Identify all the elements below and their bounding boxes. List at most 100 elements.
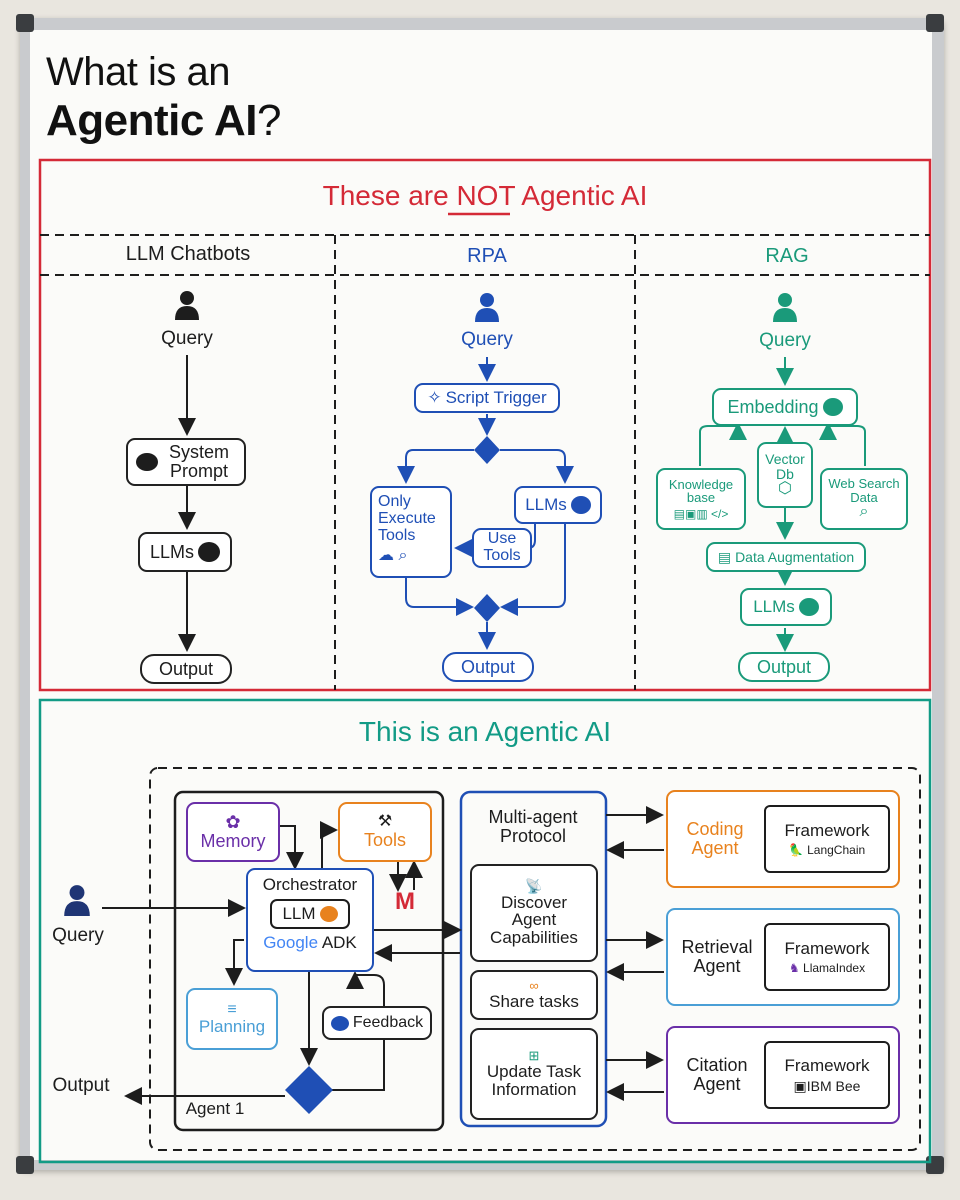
bee-icon: ▣	[793, 1077, 807, 1094]
user-icon	[175, 291, 199, 320]
langchain-icon: 🦜	[788, 842, 804, 857]
heading-prefix: These are	[322, 180, 457, 211]
feedback-label: Feedback	[352, 1013, 424, 1031]
web-search-data-label: Web Search Data	[828, 475, 900, 505]
title-bold: Agentic AI	[46, 96, 257, 145]
web-search-data-box: Web Search Data ⌕	[820, 468, 908, 530]
rpa-llms-label: LLMs	[525, 495, 567, 515]
rpa-llms-box: LLMs	[514, 486, 602, 524]
embedding-label: Embedding	[727, 396, 819, 417]
feedback-box: Feedback	[322, 1006, 432, 1040]
data-augmentation-box: ▤Data Augmentation	[706, 542, 866, 572]
framework-label: Framework	[784, 938, 870, 958]
rag-llms-box: LLMs	[740, 588, 832, 626]
brain-icon	[798, 598, 819, 616]
framework-label: Framework	[784, 820, 870, 840]
search-icon: ⌕	[859, 503, 869, 521]
tools-icon: ⚒	[377, 813, 393, 831]
coding-agent-box: Coding Agent Framework 🦜 LangChain	[666, 790, 900, 888]
system-prompt-label: System Prompt	[168, 442, 229, 481]
script-trigger-label: Script Trigger	[445, 388, 547, 408]
share-tasks-box: ∞ Share tasks	[470, 970, 598, 1020]
llm-label: LLM	[282, 903, 316, 923]
document-icons: ▤▣▥ </>	[673, 506, 729, 521]
retrieval-agent-box: Retrieval Agent Framework ♞ LlamaIndex	[666, 908, 900, 1006]
frame-corner	[926, 14, 944, 32]
framework-name: LlamaIndex	[803, 960, 866, 975]
brain-icon	[822, 398, 843, 416]
rag-output-box: Output	[738, 652, 830, 682]
chatbot-llms-label: LLMs	[149, 541, 194, 562]
framework-box: Framework ♞ LlamaIndex	[764, 923, 890, 991]
user-icon	[475, 293, 499, 322]
frame-corner	[16, 1156, 34, 1174]
orchestrator-box: Orchestrator LLM Google ADK	[246, 868, 374, 972]
retrieval-agent-label: Retrieval Agent	[681, 937, 753, 976]
data-augmentation-label: Data Augmentation	[735, 548, 855, 565]
google-adk-label: Google ADK	[263, 932, 357, 952]
column-title-rag: RAG	[765, 245, 809, 267]
brain-icon	[570, 496, 591, 514]
brain-icon	[198, 542, 220, 562]
share-tasks-label: Share tasks	[489, 991, 579, 1011]
update-task-label: Update Task Information	[486, 1061, 582, 1099]
chatbot-query-label: Query	[161, 328, 213, 349]
script-trigger-box: ✧Script Trigger	[414, 383, 560, 413]
rpa-query-label: Query	[461, 329, 513, 350]
agentic-query-label: Query	[52, 925, 104, 946]
agent1-label: Agent 1	[185, 1099, 245, 1118]
vector-db-label: Vector Db	[765, 450, 805, 482]
protocol-title: Multi-agent Protocol	[488, 807, 578, 846]
rag-query-label: Query	[759, 330, 811, 351]
framework-box: Framework 🦜 LangChain	[764, 805, 890, 873]
memory-label: Memory	[200, 831, 266, 851]
user-icon	[64, 885, 90, 916]
title-suffix: ?	[256, 96, 281, 145]
cube-icon: ⬡	[778, 480, 792, 498]
system-prompt-box: System Prompt	[126, 438, 246, 486]
brain-icon	[319, 905, 338, 922]
protocol-box	[459, 790, 608, 1128]
agentic-heading: This is an Agentic AI	[358, 716, 612, 747]
chat-bubble-icon	[136, 453, 158, 471]
planning-box: ≡ Planning	[186, 988, 278, 1050]
tools-box: ⚒ Tools	[338, 802, 432, 862]
chat-bubble-icon	[330, 1015, 349, 1031]
list-icon: ≡	[227, 1000, 237, 1018]
update-task-box: ⊞ Update Task Information	[470, 1028, 598, 1120]
llm-box: LLM	[270, 898, 350, 929]
agentic-box	[38, 698, 932, 1164]
cloud-search-icon: ☁ ⌕	[378, 547, 408, 565]
rag-llms-label: LLMs	[753, 597, 795, 617]
knowledge-base-box: Knowledge base ▤▣▥ </>	[656, 468, 746, 530]
gear-icon: ✿	[225, 812, 241, 833]
update-icon: ⊞	[528, 1048, 540, 1064]
tools-label: Tools	[363, 829, 407, 850]
framework-name-wrap: ▣IBM Bee	[793, 1077, 861, 1094]
document-icon: ▤	[717, 548, 732, 565]
not-agentic-box	[38, 158, 932, 692]
agentic-output-label: Output	[52, 1075, 110, 1096]
gmail-icon: M	[395, 888, 415, 915]
discover-label: Discover Agent Capabilities	[490, 892, 578, 948]
llama-icon: ♞	[788, 960, 800, 975]
share-icon: ∞	[529, 978, 539, 994]
chatbot-output-box: Output	[140, 654, 232, 684]
rpa-decision-diamond	[474, 436, 500, 464]
chatbot-llms-box: LLMs	[138, 532, 232, 572]
heading-not: NOT	[456, 180, 516, 211]
rpa-merge-diamond	[474, 594, 500, 622]
not-agentic-heading: These are NOT Agentic AI	[250, 180, 720, 212]
framework-label: Framework	[784, 1055, 870, 1075]
column-title-chatbots: LLM Chatbots	[125, 243, 251, 265]
framework-name-wrap: ♞ LlamaIndex	[788, 960, 866, 975]
agent1-box	[173, 790, 445, 1132]
orchestrator-label: Orchestrator	[262, 875, 358, 894]
coding-agent-label: Coding Agent	[686, 819, 744, 858]
user-icon	[773, 293, 797, 322]
use-tools-box: Use Tools	[472, 528, 532, 568]
title-line-1: What is an	[46, 50, 230, 94]
google-wordmark: Google	[263, 932, 319, 952]
